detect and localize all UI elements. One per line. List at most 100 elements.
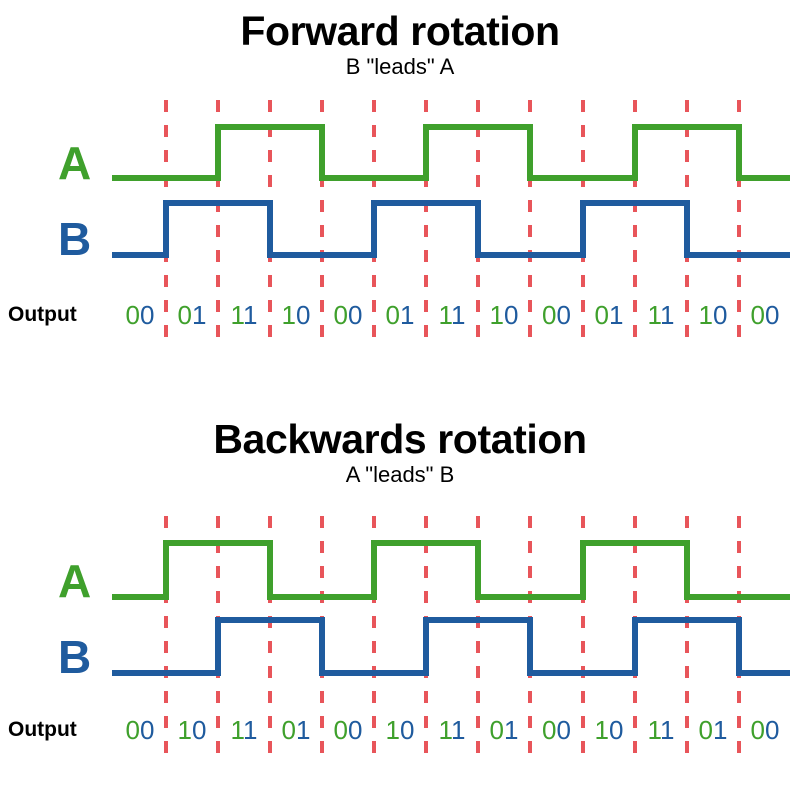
output-label: Output — [8, 303, 77, 326]
output-bit-a: 1 — [647, 300, 661, 330]
channel-b-label: B — [58, 213, 92, 265]
output-bit-a: 1 — [489, 300, 504, 330]
output-bit-b: 0 — [504, 300, 519, 330]
backward-title-block: Backwards rotation A "leads" B — [0, 416, 800, 488]
output-bit-b: 0 — [348, 300, 363, 330]
output-bit-a: 0 — [489, 715, 504, 745]
output-state-code: 01 — [374, 302, 426, 328]
output-bit-a: 0 — [333, 715, 348, 745]
output-bit-b: 0 — [348, 715, 363, 745]
output-bit-b: 1 — [609, 300, 624, 330]
output-bit-a: 1 — [230, 715, 244, 745]
channel-a-label-secondary: A — [58, 555, 92, 607]
output-state-code: 10 — [166, 717, 218, 743]
output-bit-b: 0 — [765, 300, 780, 330]
output-bit-b: 0 — [713, 300, 728, 330]
output-bit-a: 1 — [230, 300, 244, 330]
channel-a-waveform-secondary — [112, 540, 790, 600]
output-state-code: 10 — [270, 302, 322, 328]
channel-b-waveform-secondary — [112, 617, 790, 676]
page-subtitle: B "leads" A — [345, 54, 455, 79]
output-state-code: 11 — [218, 302, 270, 328]
output-bit-b: 0 — [140, 300, 155, 330]
output-bit-a: 0 — [542, 300, 557, 330]
output-bit-a: 1 — [438, 715, 452, 745]
forward-waveform-plot — [0, 0, 800, 392]
output-bit-b: 1 — [504, 715, 519, 745]
output-bit-b: 1 — [713, 715, 728, 745]
output-bit-b: 1 — [660, 715, 675, 745]
output-state-code: 10 — [583, 717, 635, 743]
output-state-code: 10 — [478, 302, 530, 328]
output-bit-a: 1 — [438, 300, 452, 330]
output-bit-a: 0 — [125, 300, 140, 330]
output-bit-b: 1 — [296, 715, 311, 745]
channel-a-waveform — [112, 124, 790, 181]
output-label-secondary: Output — [8, 718, 77, 741]
forward-title-block: Forward rotation B "leads" A — [0, 8, 800, 80]
output-state-code: 00 — [531, 302, 583, 328]
output-bit-a: 0 — [177, 300, 192, 330]
output-state-code: 01 — [687, 717, 739, 743]
backward-waveform-plot — [0, 394, 800, 786]
output-bit-a: 0 — [385, 300, 400, 330]
output-bit-a: 0 — [750, 300, 765, 330]
output-state-code: 00 — [531, 717, 583, 743]
output-bit-a: 0 — [333, 300, 348, 330]
output-bit-a: 0 — [594, 300, 609, 330]
output-bit-b: 1 — [451, 715, 466, 745]
output-state-code: 00 — [739, 302, 791, 328]
output-bit-a: 0 — [542, 715, 557, 745]
page-subtitle-secondary: A "leads" B — [345, 462, 455, 487]
transition-marker-lines — [164, 100, 741, 342]
page-title-secondary: Backwards rotation — [213, 416, 587, 462]
output-bit-a: 1 — [594, 715, 609, 745]
output-bit-b: 0 — [192, 715, 207, 745]
output-state-code: 01 — [478, 717, 530, 743]
backwards-rotation-section: Backwards rotation A "leads" B — [0, 394, 800, 786]
output-bit-b: 1 — [400, 300, 415, 330]
output-bit-b: 1 — [243, 715, 258, 745]
output-state-code: 10 — [687, 302, 739, 328]
output-bit-a: 0 — [125, 715, 140, 745]
output-bit-b: 0 — [609, 715, 624, 745]
output-bit-b: 0 — [400, 715, 415, 745]
output-bit-b: 0 — [556, 715, 571, 745]
channel-b-label-secondary: B — [58, 631, 92, 683]
output-state-code: 10 — [374, 717, 426, 743]
output-state-code: 01 — [166, 302, 218, 328]
channel-a-label: A — [58, 137, 92, 189]
output-bit-b: 1 — [243, 300, 258, 330]
output-bit-a: 1 — [281, 300, 296, 330]
output-bit-b: 1 — [660, 300, 675, 330]
output-bit-a: 1 — [177, 715, 192, 745]
output-bit-a: 1 — [698, 300, 713, 330]
output-state-code: 11 — [635, 717, 687, 743]
output-bit-a: 1 — [385, 715, 400, 745]
output-bit-b: 0 — [140, 715, 155, 745]
forward-rotation-section: Forward rotation B "leads" A — [0, 0, 800, 392]
transition-marker-lines-secondary — [164, 516, 741, 756]
output-bit-b: 0 — [556, 300, 571, 330]
output-bit-b: 1 — [451, 300, 466, 330]
output-state-code: 01 — [583, 302, 635, 328]
output-state-code: 00 — [114, 717, 166, 743]
output-state-code: 01 — [270, 717, 322, 743]
output-state-code: 00 — [322, 717, 374, 743]
output-state-code: 00 — [739, 717, 791, 743]
output-state-code: 00 — [322, 302, 374, 328]
output-bit-a: 0 — [750, 715, 765, 745]
output-bit-a: 0 — [698, 715, 713, 745]
page-title: Forward rotation — [240, 8, 560, 54]
output-state-code: 11 — [635, 302, 687, 328]
output-state-code: 00 — [114, 302, 166, 328]
output-bit-a: 0 — [281, 715, 296, 745]
output-bit-b: 0 — [765, 715, 780, 745]
output-state-code: 11 — [218, 717, 270, 743]
output-state-code: 11 — [426, 302, 478, 328]
channel-b-waveform — [112, 200, 790, 258]
output-bit-b: 1 — [192, 300, 207, 330]
output-state-code: 11 — [426, 717, 478, 743]
output-bit-a: 1 — [647, 715, 661, 745]
